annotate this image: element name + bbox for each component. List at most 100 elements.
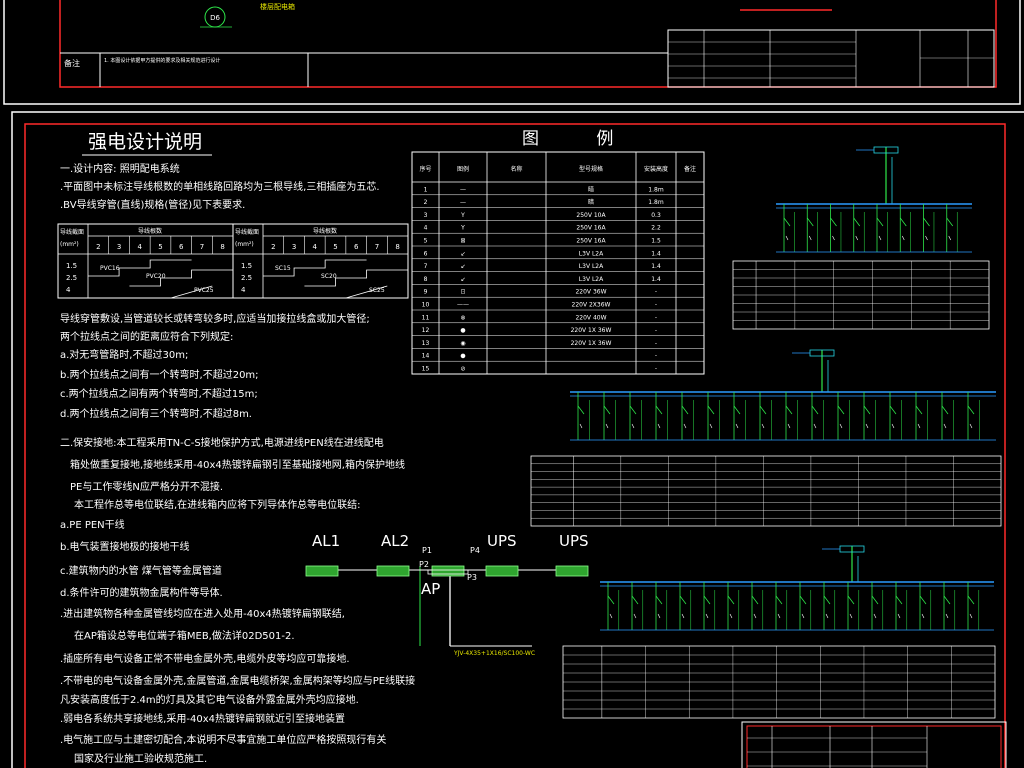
legend-cell: 250V 10A [576, 212, 606, 219]
branch-switch [607, 595, 615, 605]
legend-cell: 暗 [588, 185, 594, 193]
legend-cell: 10 [422, 302, 430, 309]
conduit-step-line [129, 269, 233, 287]
label-p2: P2 [419, 560, 429, 569]
branch-mark [925, 235, 928, 241]
note-line: .BV导线穿管(直线)规格(管径)见下表要求. [60, 198, 245, 211]
branch-mark [921, 613, 925, 619]
conduit-label: SC15 [275, 265, 291, 272]
branch-mark [729, 613, 733, 619]
conduit-header-count: 导线根数 [313, 227, 337, 235]
branch-switch [830, 217, 837, 227]
bottom-title-block-inner [746, 725, 1002, 768]
legend-cell: - [655, 314, 657, 321]
branch-mark [735, 423, 739, 429]
branch-switch [946, 217, 954, 227]
branch-switch [655, 405, 663, 415]
branch-switch [751, 595, 759, 605]
bottom-title-block-border [741, 721, 1007, 768]
branch-mark [787, 423, 791, 429]
note-line: b.电气装置接地极的接地干线 [60, 540, 190, 553]
branch-switch [941, 405, 949, 415]
branch-switch [847, 595, 855, 605]
conduit-header-size: 导线截面 [235, 228, 259, 236]
bottom-title-block [741, 721, 1007, 768]
branch-mark [878, 235, 882, 241]
branch-switch [785, 405, 793, 415]
distribution-diagram-3 [562, 545, 996, 719]
branch-mark [813, 423, 817, 429]
branch-mark [969, 423, 973, 429]
branch-switch [775, 595, 783, 605]
branch-switch [871, 595, 879, 605]
conduit-col-header: 7 [200, 243, 204, 251]
legend-header: 图例 [457, 165, 469, 173]
branch-switch [655, 595, 663, 605]
conduit-row-label: 4 [241, 286, 246, 294]
legend-cell: 3 [424, 212, 428, 219]
note-line: c.建筑物内的水管 煤气管等金属管道 [60, 564, 222, 577]
conduit-row-label: 4 [66, 286, 71, 294]
legend-cell: 暗 [588, 198, 594, 206]
conduit-step-line [345, 285, 388, 299]
conduit-row-label: 1.5 [66, 262, 77, 270]
branch-mark [801, 613, 805, 619]
note-line: 两个拉线点之间的距离应符合下列规定: [60, 330, 233, 343]
design-notes-title: 强电设计说明 [88, 131, 202, 153]
main-sheet-border [11, 111, 1024, 768]
conduit-header-unit: (mm²) [60, 241, 79, 248]
top-title-block [667, 29, 995, 88]
legend-cell: 2.2 [651, 225, 661, 232]
panel-al2 [376, 565, 410, 577]
ap-terminal [427, 569, 469, 575]
branch-switch [889, 405, 897, 415]
branch-mark [945, 613, 949, 619]
branch-switch [837, 405, 845, 415]
branch-switch [853, 217, 861, 227]
legend-cell: 1 [424, 186, 428, 193]
note-line: .进出建筑物各种金属管线均应在进入处用-40x4热镀锌扁钢联结, [60, 607, 345, 620]
distribution-diagram-2 [530, 349, 1002, 527]
branch-switch [727, 595, 735, 605]
legend-cell: 250V 16A [576, 225, 606, 232]
branch-mark [943, 423, 947, 429]
conduit-step-line [263, 259, 367, 277]
conduit-col-header: 8 [220, 243, 224, 251]
branch-mark [785, 235, 789, 241]
conduit-col-header: 2 [96, 243, 100, 251]
legend-cell: - [655, 327, 657, 334]
legend-header: 安装高度 [644, 165, 668, 173]
conduit-col-header: 6 [179, 243, 184, 251]
legend-cell: 6 [424, 250, 428, 257]
branch-mark [761, 423, 765, 429]
legend-cell: 9 [424, 289, 428, 296]
branch-switch [679, 595, 687, 605]
note-line: 本工程作总等电位联结,在进线箱内应将下列导体作总等电位联结: [74, 498, 361, 511]
branch-mark [579, 423, 583, 429]
note-line: PE与工作零线N应严格分开不混接. [70, 480, 223, 493]
branch-mark [777, 613, 781, 619]
legend-cell: 15 [422, 366, 430, 373]
legend-cell: 1.4 [651, 276, 661, 283]
top-remarks-text: 1. 本图设计依据甲方提供的要求及相关规范进行设计 [104, 57, 220, 64]
legend-cell: ● [460, 327, 465, 334]
label-ups-1: UPS [487, 532, 517, 550]
note-line: c.两个拉线点之间有两个转弯时,不超过15m; [60, 387, 258, 400]
legend-cell: ↙ [460, 263, 465, 270]
branch-mark [609, 613, 613, 619]
conduit-label: PVC16 [100, 265, 120, 272]
branch-switch [681, 405, 689, 415]
note-line: d.条件许可的建筑物金属构件等导体. [60, 586, 223, 599]
legend-cell: Y [460, 212, 465, 219]
panel-al1 [305, 565, 339, 577]
branch-switch [923, 217, 930, 227]
branch-mark [657, 613, 661, 619]
branch-mark [897, 613, 901, 619]
branch-switch [863, 405, 871, 415]
conduit-col-header: 3 [292, 243, 296, 251]
circuit-table-border [530, 455, 1002, 527]
note-line: .电气施工应与土建密切配合,本说明不尽事宜施工单位应严格按照现行有关 [60, 733, 386, 746]
branch-switch [631, 595, 639, 605]
conduit-col-header: 7 [375, 243, 379, 251]
panel-ups-1 [485, 565, 519, 577]
